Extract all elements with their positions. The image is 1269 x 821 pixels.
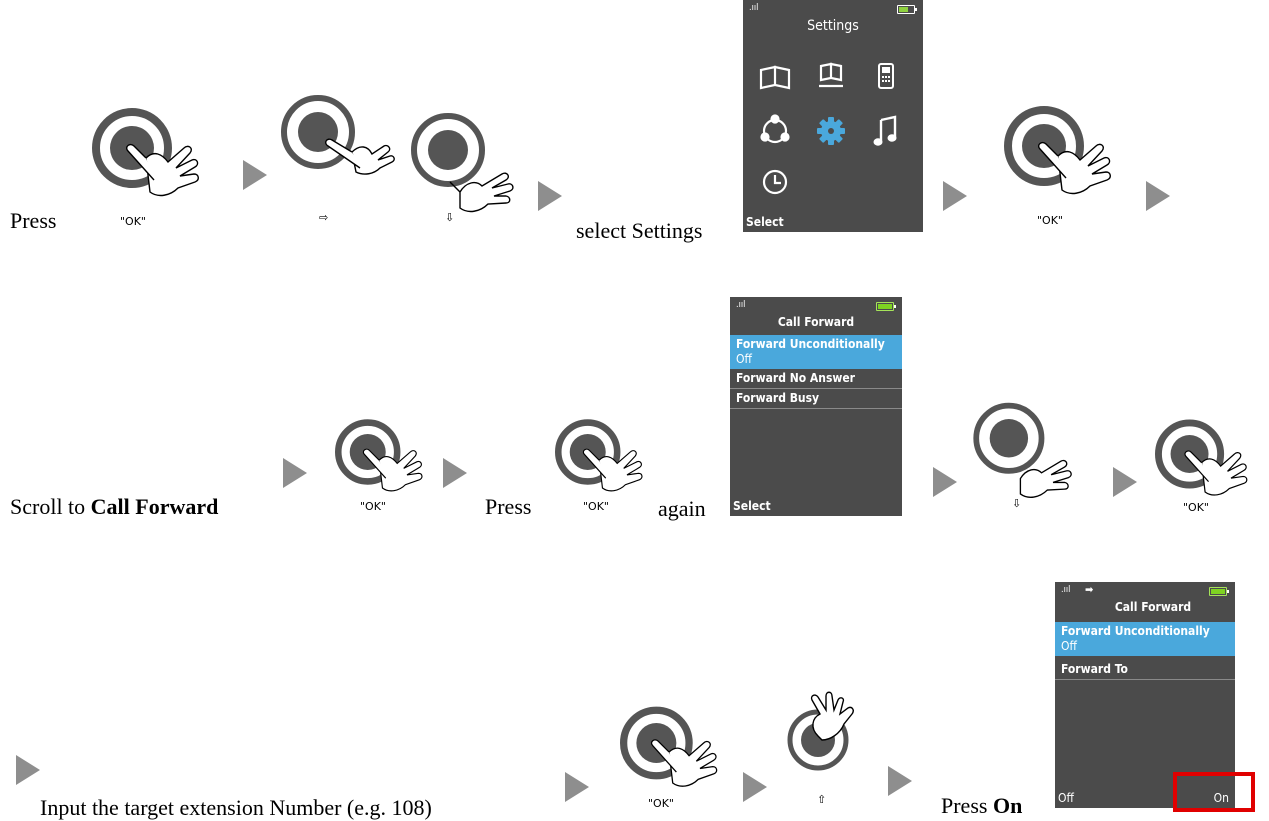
- press-on-label: Press On: [941, 793, 1023, 818]
- menu-item-forward-busy[interactable]: Forward Busy: [730, 389, 902, 409]
- ok-key-press-icon: [92, 108, 199, 197]
- menu-item-forward-to[interactable]: Forward To: [1055, 660, 1235, 680]
- step-arrow-icon: [933, 467, 957, 497]
- call-forward-title: Call Forward: [1114, 600, 1192, 614]
- press-label: Press: [10, 208, 57, 233]
- menu-item-forward-no-answer[interactable]: Forward No Answer: [730, 369, 902, 389]
- step-arrow-icon: [1113, 467, 1137, 497]
- music-icon[interactable]: [873, 115, 897, 146]
- ok-key-press-icon: [1004, 106, 1111, 195]
- step-arrow-icon: [16, 755, 40, 785]
- step-arrow-icon: [743, 772, 767, 802]
- ok-key-label: "OK": [1037, 214, 1063, 227]
- select-settings-label: select Settings: [576, 218, 703, 243]
- menu-item-forward-unconditionally[interactable]: Forward Unconditionally Off: [1055, 622, 1235, 656]
- settings-icon-grid: [759, 62, 897, 195]
- ok-key-press-icon: [555, 419, 643, 492]
- ok-key-label: "OK": [583, 500, 609, 513]
- step-arrow-icon: [538, 181, 562, 211]
- ok-key-label: "OK": [1183, 501, 1209, 514]
- call-forward-emph: Call Forward: [90, 494, 219, 519]
- up-key-press-icon: [787, 691, 854, 771]
- forward-unconditionally-value: Off: [1061, 639, 1077, 653]
- call-forward-screen: .ııl Call Forward Forward Unconditionall…: [730, 297, 902, 516]
- signal-icon: .ııl: [736, 300, 746, 310]
- step-arrow-icon: [243, 160, 267, 190]
- signal-icon: .ııl: [1061, 585, 1071, 595]
- scroll-to-label: Scroll to Call Forward: [10, 494, 219, 519]
- step-arrow-icon: [565, 772, 589, 802]
- call-forward-title: Call Forward: [777, 315, 855, 329]
- input-extension-label: Input the target extension Number (e.g. …: [40, 795, 432, 820]
- down-key-press-icon: [973, 402, 1072, 498]
- forward-unconditionally-value: Off: [736, 352, 752, 366]
- forward-status-icon: ➡: [1085, 583, 1094, 596]
- right-arrow-icon: ⇨: [319, 211, 329, 224]
- ok-key-label: "OK": [360, 500, 386, 513]
- step-arrow-icon: [443, 458, 467, 488]
- step-arrow-icon: [1146, 181, 1170, 211]
- down-arrow-icon: ⇩: [445, 211, 455, 224]
- right-key-press-icon: [281, 95, 395, 175]
- on-emph: On: [992, 793, 1023, 818]
- step-arrow-icon: [943, 181, 967, 211]
- ok-key-press-icon: [335, 419, 423, 492]
- ok-key-label: "OK": [120, 215, 146, 228]
- settings-gear-icon[interactable]: [817, 117, 845, 145]
- ok-key-label: "OK": [648, 797, 674, 810]
- step-arrow-icon: [888, 766, 912, 796]
- softkey-off[interactable]: Off: [1058, 791, 1074, 805]
- forward-to-screen: .ııl ➡ Call Forward Forward Unconditiona…: [1055, 582, 1235, 808]
- ok-key-press-icon: [1155, 419, 1248, 496]
- battery-icon: [897, 5, 917, 14]
- settings-screen: .ııl Settings: [743, 0, 923, 232]
- handset-icon[interactable]: [878, 63, 894, 89]
- network-icon[interactable]: [760, 114, 790, 144]
- battery-icon: [876, 302, 896, 311]
- press-label: Press: [485, 494, 532, 519]
- clock-icon[interactable]: [762, 169, 788, 195]
- menu-item-forward-unconditionally[interactable]: Forward Unconditionally Off: [730, 335, 902, 369]
- step-arrow-icon: [283, 458, 307, 488]
- down-arrow-icon: ⇩: [1012, 497, 1022, 510]
- down-key-press-icon: [411, 113, 514, 213]
- up-arrow-icon: ⇧: [817, 793, 827, 806]
- battery-icon: [1209, 587, 1229, 596]
- phonebook-icon[interactable]: [759, 65, 791, 90]
- ok-key-press-icon: [620, 706, 718, 787]
- on-highlight-box: [1173, 772, 1255, 812]
- settings-title: Settings: [807, 18, 859, 34]
- softkey-on[interactable]: On: [1213, 791, 1229, 805]
- signal-icon: .ııl: [749, 3, 759, 13]
- again-label: again: [658, 496, 706, 521]
- softkey-select[interactable]: Select: [746, 215, 784, 229]
- softkey-select[interactable]: Select: [733, 499, 771, 513]
- directory-icon[interactable]: [819, 62, 843, 88]
